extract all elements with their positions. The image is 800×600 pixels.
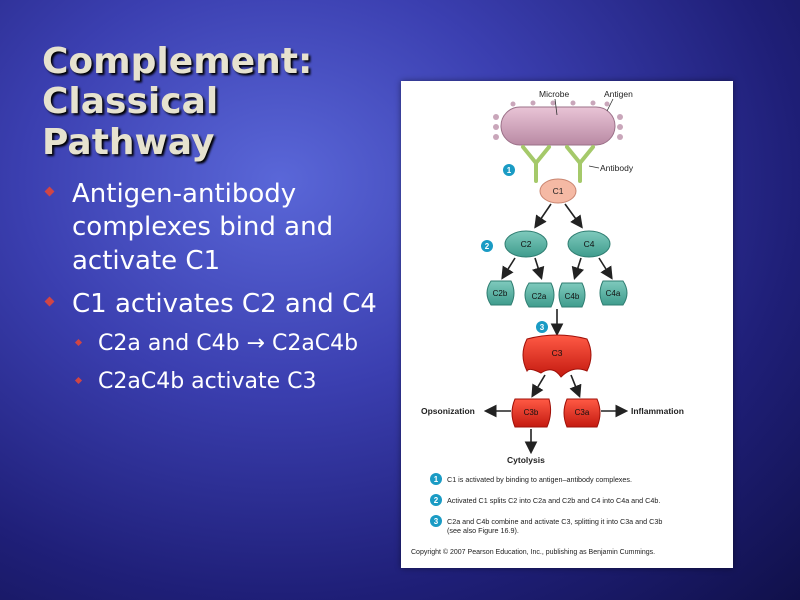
arrow-c1-to-c4 [564, 203, 583, 229]
inflammation-label: Inflammation [631, 406, 684, 416]
c4-label: C4 [584, 239, 595, 249]
bullet-list: Antigen-antibody complexes bind and acti… [44, 178, 394, 408]
bullet-text: Antigen-antibody complexes bind and acti… [72, 179, 334, 276]
c1-label: C1 [553, 186, 564, 196]
diamond-bullet-icon [44, 186, 55, 197]
step-badge-1-number: 1 [507, 166, 512, 175]
arrow-c1-to-c2 [534, 203, 552, 229]
legend-step-2-text: Activated C1 splits C2 into C2a and C2b … [447, 496, 660, 505]
sub-bullet-item: C2aC4b activate C3 [44, 369, 394, 395]
arrow-c4-to-c4a [598, 257, 613, 280]
c3-label: C3 [552, 348, 563, 358]
c2-node [504, 230, 548, 258]
arrow-c4-to-c4b [571, 257, 584, 281]
antibody-right [565, 145, 595, 183]
diamond-sub-bullet-icon [74, 377, 83, 385]
antigen-label: Antigen [604, 89, 633, 99]
c4a-fragment [599, 280, 628, 306]
legend-step-3-text-cont: (see also Figure 16.9). [447, 526, 519, 535]
step-legend: 1 C1 is activated by binding to antigen–… [430, 473, 662, 535]
arrow-c2-to-c2b [501, 257, 516, 280]
sub-bullet-item: C2a and C4b → C2aC4b [44, 331, 394, 357]
c4b-label: C4b [565, 292, 580, 301]
pathway-figure: Microbe Antigen Antibody 1 C1 2 C2 C4 [401, 81, 733, 568]
step-badge-2-number: 2 [485, 242, 490, 251]
c3b-fragment [511, 398, 552, 428]
c2b-label: C2b [493, 289, 508, 298]
c2b-fragment [486, 280, 515, 306]
diamond-sub-bullet-icon [74, 339, 83, 347]
arrow-c2-to-c2a [532, 257, 545, 281]
cytolysis-label: Cytolysis [507, 455, 545, 465]
c2a-label: C2a [532, 292, 547, 301]
sub-bullet-text: C2aC4b activate C3 [98, 369, 317, 395]
step-badge-1 [503, 164, 515, 176]
slide-title: Complement: Classical Pathway [42, 41, 462, 163]
c4-node [567, 230, 611, 258]
opsonization-label: Opsonization [421, 406, 475, 416]
legend-step-3-text: C2a and C4b combine and activate C3, spl… [447, 517, 662, 526]
legend-badge-2-number: 2 [434, 496, 439, 505]
antibody-label: Antibody [600, 163, 634, 173]
arrow-c3-to-c3a [569, 374, 582, 398]
sub-bullet-text: C2a and C4b → C2aC4b [98, 331, 359, 357]
microbe-cell [493, 100, 623, 146]
c3b-label: C3b [524, 408, 539, 417]
title-line-2: Pathway [42, 121, 215, 163]
legend-badge-1-number: 1 [434, 475, 439, 484]
pathway-diagram: Microbe Antigen Antibody 1 C1 2 C2 C4 [411, 89, 684, 556]
c2-label: C2 [521, 239, 532, 249]
bullet-item: Antigen-antibody complexes bind and acti… [44, 178, 394, 278]
microbe-label: Microbe [539, 89, 570, 99]
bullet-text: C1 activates C2 and C4 [72, 288, 377, 319]
diamond-bullet-icon [44, 296, 55, 307]
c2a-fragment [524, 282, 555, 308]
c3a-fragment [563, 398, 601, 428]
antibody-left [521, 145, 551, 183]
step-badge-3-number: 3 [540, 323, 545, 332]
arrow-c3-to-c3b [531, 374, 546, 398]
legend-badge-3 [430, 515, 442, 527]
c1-node [539, 178, 577, 204]
legend-badge-2 [430, 494, 442, 506]
title-line-1: Complement: Classical [42, 41, 313, 123]
bullet-item: C1 activates C2 and C4 [44, 288, 394, 321]
legend-badge-1 [430, 473, 442, 485]
c3-node [522, 334, 592, 378]
c4b-fragment [558, 282, 586, 308]
c4a-label: C4a [606, 289, 621, 298]
step-badge-2 [481, 240, 493, 252]
legend-badge-3-number: 3 [434, 517, 439, 526]
legend-step-1-text: C1 is activated by binding to antigen–an… [447, 475, 632, 484]
c3a-label: C3a [575, 408, 590, 417]
step-badge-3 [536, 321, 548, 333]
copyright-notice: Copyright © 2007 Pearson Education, Inc.… [411, 548, 655, 556]
